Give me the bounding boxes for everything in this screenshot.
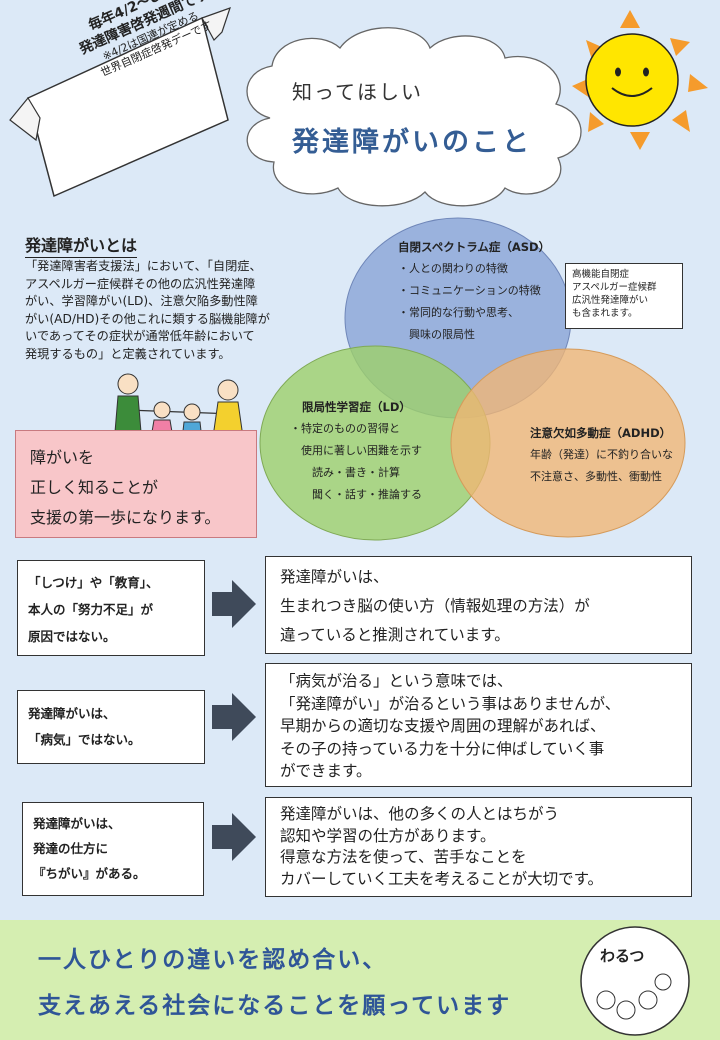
definition-line: アスペルガー症候群その他の広汎性発達障 [25, 276, 256, 291]
pink-note-line: 障がいを [30, 448, 95, 467]
row2-right-line: 早期からの適切な支援や周囲の理解があれば、 [280, 717, 606, 735]
row2-left-line: 「病気」ではない。 [28, 732, 141, 747]
row3-left-line: 『ちがい』がある。 [33, 866, 146, 881]
row2-left-line: 発達障がいは、 [28, 706, 116, 721]
sun-illustration [572, 10, 708, 150]
row3-right-line: 発達障がいは、他の多くの人とはちがう [280, 805, 560, 823]
side-note-line: 広汎性発達障がい [572, 295, 649, 306]
row3-right-line: カバーしていく工夫を考えることが大切です。 [280, 869, 604, 888]
venn-asd-item: ・常同的な行動や思考、 [398, 306, 519, 319]
definition-line: がい、学習障がい(LD)、注意欠陥多動性障 [25, 294, 258, 308]
footer-message-line1: 一人ひとりの違いを認め合い、 [38, 947, 388, 973]
venn-diagram [259, 217, 686, 541]
row2-left-box: 発達障がいは、 「病気」ではない。 [17, 690, 205, 764]
arrow-right-icon [212, 580, 256, 628]
row1-right-line: 生まれつき脳の使い方（情報処理の方法）が [280, 597, 590, 615]
venn-adhd-title: 注意欠如多動症（ADHD） [530, 426, 672, 440]
venn-ld-item: 使用に著しい困難を示す [290, 444, 422, 457]
pink-note-line: 正しく知ることが [30, 478, 159, 497]
footer-logo-layer [580, 926, 690, 1036]
definition-line: いであってその症状が通常低年齢において [25, 329, 255, 343]
row1-left-line: 原因ではない。 [28, 629, 116, 644]
row3-right-line: 得意な方法を使って、苦手なことを [280, 848, 527, 866]
side-note-line: も含まれます。 [572, 308, 638, 319]
venn-asd-item: ・人との関わりの特徴 [398, 262, 508, 275]
row1-left-box: 「しつけ」や「教育」、 本人の「努力不足」が 原因ではない。 [17, 560, 205, 656]
venn-asd-item: ・コミュニケーションの特徴 [398, 284, 541, 297]
arrows [212, 580, 256, 861]
arrow-right-icon [212, 693, 256, 741]
row1-right-line: 違っていると推測されています。 [280, 626, 510, 644]
row2-right-line: ができます。 [280, 762, 372, 780]
venn-adhd-text: 注意欠如多動症（ADHD） 年齢（発達）に不釣り合いな 不注意さ、多動性、衝動性 [530, 422, 673, 488]
venn-circle-adhd [450, 348, 686, 538]
definition-line: がい(AD/HD)その他これに類する脳機能障が [25, 311, 270, 326]
row1-right-line: 発達障がいは、 [280, 568, 389, 586]
row2-right-line: 「発達障がい」が治るという事はありませんが、 [280, 694, 621, 713]
row3-right-line: 認知や学習の仕方があります。 [280, 826, 496, 845]
pink-note-line: 支援の第一歩になります。 [30, 508, 221, 527]
cloud-shape [246, 27, 582, 207]
row2-right-box: 「病気が治る」という意味では、 「発達障がい」が治るという事はありませんが、 早… [265, 663, 692, 787]
row1-left-line: 「しつけ」や「教育」、 [28, 575, 159, 590]
venn-ld-text: 限局性学習症（LD） ・特定のものの習得と 使用に著しい困難を示す 読み・書き・… [290, 396, 422, 506]
venn-ld-title: 限局性学習症（LD） [302, 400, 411, 414]
ribbon-banner [9, 7, 231, 198]
row2-right-line: 「病気が治る」という意味では、 [280, 672, 513, 690]
venn-ld-item: 読み・書き・計算 [290, 466, 400, 479]
side-note-line: 高機能自閉症 [572, 269, 630, 280]
venn-side-note: 高機能自閉症 アスペルガー症候群 広汎性発達障がい も含まれます。 [565, 263, 683, 329]
row3-left-box: 発達障がいは、 発達の仕方に 『ちがい』がある。 [22, 802, 204, 896]
definition-heading: 発達障がいとは [25, 232, 138, 258]
row3-left-line: 発達の仕方に [33, 841, 109, 856]
row1-left-line: 本人の「努力不足」が [28, 602, 154, 617]
venn-ld-item: ・特定のものの習得と [290, 422, 400, 435]
row2-right-line: その子の持っている力を十分に伸ばしていく事 [280, 739, 605, 758]
footer-message-line2: 支えあえる社会になることを願っています [38, 993, 512, 1019]
page-title: 発達障がいのこと [292, 127, 532, 158]
venn-asd-title: 自閉スペクトラム症（ASD） [398, 240, 551, 254]
definition-line: 発現するもの」と定義されています。 [25, 346, 231, 361]
venn-adhd-item: 年齢（発達）に不釣り合いな [530, 448, 673, 461]
row3-left-line: 発達障がいは、 [33, 816, 121, 831]
row1-right-box: 発達障がいは、 生まれつき脳の使い方（情報処理の方法）が 違っていると推測されて… [265, 556, 692, 654]
definition-body: 「発達障害者支援法」において、「自閉症、 アスペルガー症候群その他の広汎性発達障… [25, 258, 350, 363]
page-subtitle: 知ってほしい [292, 80, 423, 104]
side-note-line: アスペルガー症候群 [572, 282, 657, 293]
pink-note: 障がいを 正しく知ることが 支援の第一歩になります。 [15, 430, 257, 538]
venn-asd-item: 興味の限局性 [398, 328, 475, 341]
arrow-right-icon [212, 813, 256, 861]
definition-line: 「発達障害者支援法」において、「自閉症、 [25, 259, 262, 273]
venn-ld-item: 聞く・話す・推論する [290, 488, 422, 501]
venn-asd-text: 自閉スペクトラム症（ASD） ・人との関わりの特徴 ・コミュニケーションの特徴 … [398, 236, 550, 346]
logo-text: わるつ [600, 947, 645, 965]
venn-adhd-item: 不注意さ、多動性、衝動性 [530, 470, 662, 483]
row3-right-box: 発達障がいは、他の多くの人とはちがう 認知や学習の仕方があります。 得意な方法を… [265, 797, 692, 897]
